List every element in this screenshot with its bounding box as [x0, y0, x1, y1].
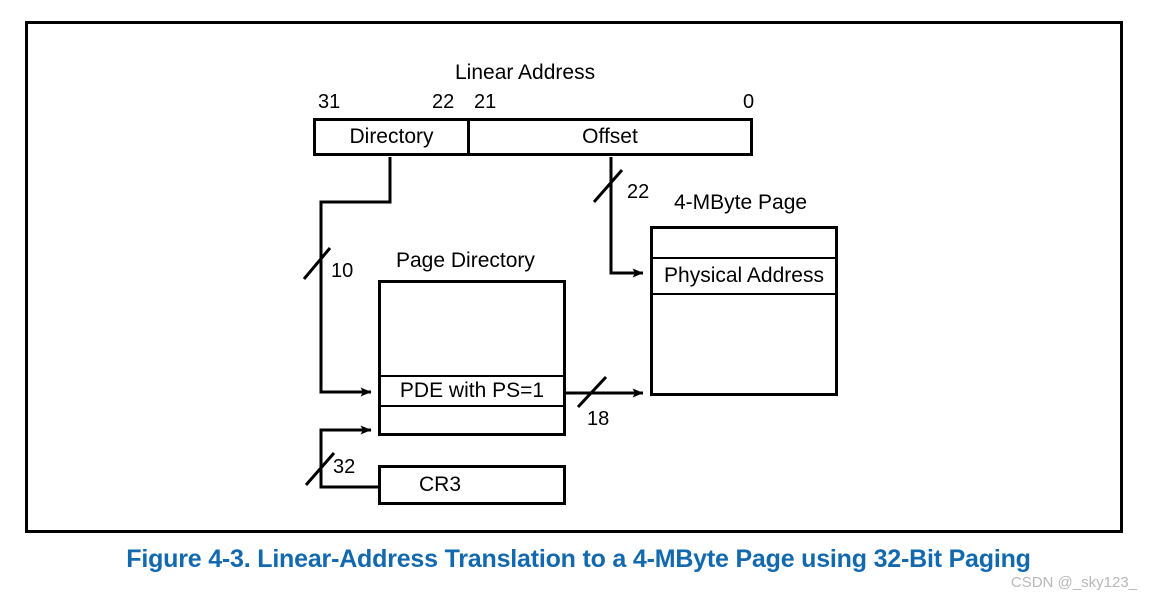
page-frame-blank-upper: [653, 229, 835, 259]
linear-address-bar: Directory Offset: [313, 118, 753, 156]
figure-border: [25, 21, 1123, 533]
bit-label-0: 0: [743, 91, 755, 113]
bus-width-label-directory-index: 10: [331, 260, 354, 282]
page-frame-entry-physical-address: Physical Address: [653, 259, 835, 295]
page-directory-entry-pde: PDE with PS=1: [381, 377, 563, 407]
page-directory-table: PDE with PS=1: [378, 280, 566, 436]
bus-width-label-pde-base: 18: [587, 408, 610, 430]
cr3-register-box: CR3: [378, 465, 566, 505]
page-directory-blank-upper: [381, 283, 563, 377]
bit-label-21: 21: [474, 91, 497, 113]
figure-caption: Figure 4-3. Linear-Address Translation t…: [126, 545, 1031, 573]
page-frame-blank-lower: [653, 295, 835, 393]
page-directory-title: Page Directory: [396, 249, 535, 272]
page-frame-title: 4-MByte Page: [674, 191, 808, 214]
watermark-text: CSDN @_sky123_: [1010, 574, 1137, 591]
bit-label-22: 22: [432, 91, 455, 113]
linear-address-field-offset: Offset: [582, 125, 638, 148]
bit-label-31: 31: [318, 91, 341, 113]
linear-address-title: Linear Address: [455, 61, 596, 84]
bus-width-label-cr3: 32: [333, 456, 356, 478]
page-frame-table: Physical Address: [650, 226, 838, 396]
page-directory-blank-lower: [381, 407, 563, 433]
bus-width-label-offset: 22: [627, 181, 650, 203]
linear-address-field-directory: Directory: [316, 121, 470, 153]
